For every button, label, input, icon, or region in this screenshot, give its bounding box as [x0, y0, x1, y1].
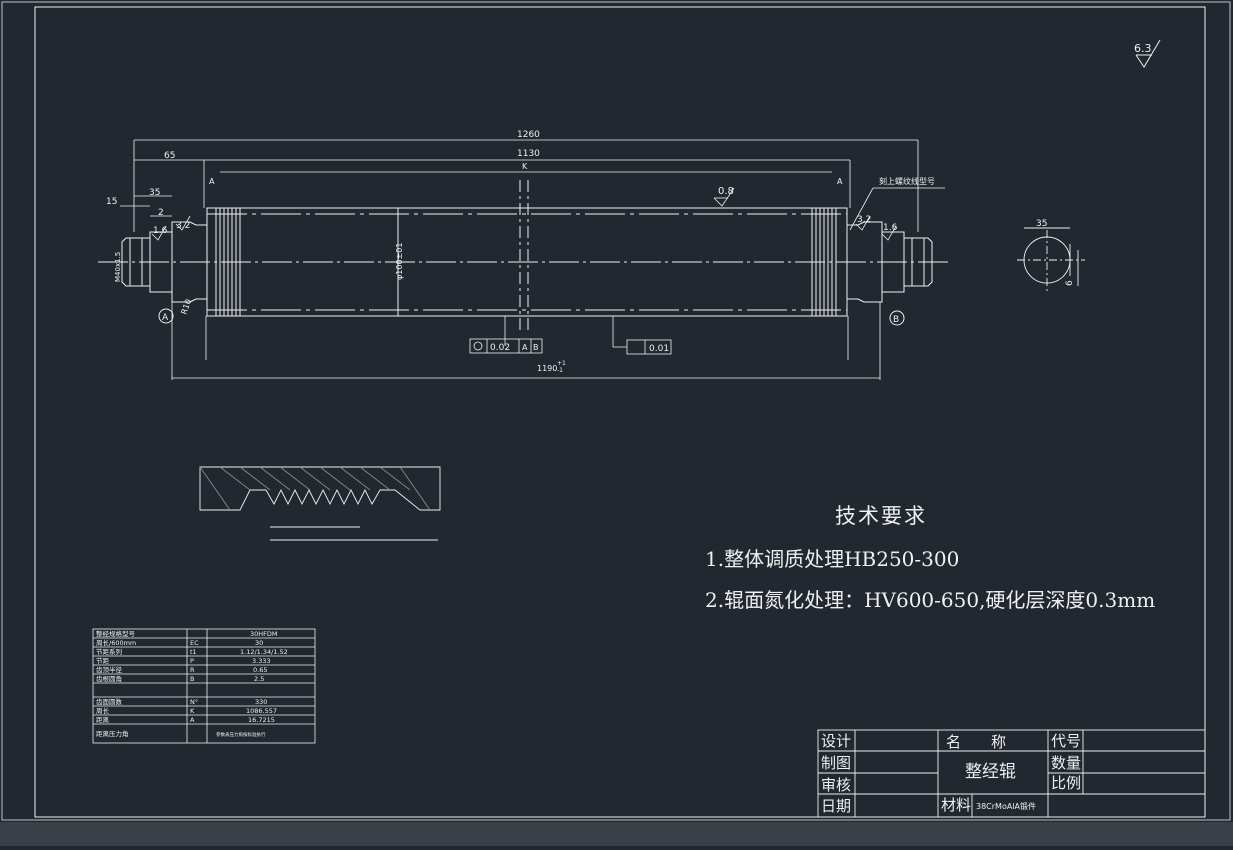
tb-review: 审核	[821, 776, 851, 794]
tb-part-name: 整经辊	[965, 762, 1016, 782]
keyway-width: 35	[1036, 219, 1047, 229]
table-cell: 周长	[96, 706, 110, 715]
left-journal	[171, 221, 207, 303]
table-cell: 齿根圆角	[96, 674, 122, 683]
tb-material-label: 材料	[941, 796, 971, 814]
table-cell: 节距系列	[96, 647, 122, 656]
title-block-grid	[817, 729, 1206, 818]
datum-a-top-right: A	[837, 177, 843, 186]
table-cell: 3.333	[252, 657, 271, 665]
tb-material-value: 38CrMoAlA锻件	[976, 801, 1036, 811]
dim-bottom-length: 1190	[537, 364, 557, 373]
right-journal	[847, 221, 883, 303]
params-table-grid	[92, 628, 316, 744]
thread-note: M40x1.5	[114, 252, 122, 282]
requirement-item-2: 2.辊面氮化处理：HV600-650,硬化层深度0.3mm	[705, 588, 1156, 612]
requirement-item-1: 1.整体调质处理HB250-300	[705, 547, 960, 571]
tb-code: 代号	[1051, 732, 1081, 750]
table-cell: 参数表压力角按标准执行	[216, 731, 266, 738]
datum-a-circle	[158, 308, 174, 324]
table-cell: 周长/600mm	[96, 638, 136, 647]
datum-b-circle	[889, 310, 905, 326]
tb-name-label: 名 称	[946, 733, 1006, 751]
table-cell: A	[190, 716, 195, 724]
sf-a: 3.2	[176, 221, 190, 231]
dim-2: 2	[158, 208, 164, 218]
keyway-section	[1017, 227, 1085, 292]
params-table-text: 整经规格型号 30HFDM 周长/600mm EC 30 节距系列 t1 1.1…	[96, 629, 288, 738]
groove-detail	[199, 466, 441, 541]
table-cell: 30	[255, 639, 263, 647]
requirements-title: 技术要求	[835, 504, 927, 528]
table-cell: K	[190, 707, 195, 715]
keyway-depth: 6	[1065, 280, 1075, 286]
datum-a-label: A	[162, 313, 169, 323]
right-groove-pattern	[811, 208, 837, 316]
surface-finish-marks	[151, 187, 897, 241]
table-cell: EC	[190, 639, 199, 647]
tol-runout-value: 0.02	[490, 343, 510, 353]
datum-a-top: A	[209, 177, 215, 186]
table-cell: 节距	[96, 657, 110, 665]
outer-frame	[1, 1, 1231, 821]
table-cell: 整经规格型号	[96, 629, 136, 638]
table-cell: R	[190, 666, 195, 674]
tb-date: 日期	[821, 797, 851, 815]
dim-35: 35	[149, 188, 160, 198]
dim-tol-down: -1	[557, 367, 563, 374]
table-cell: 1.12/1.34/1.52	[240, 648, 288, 656]
table-cell: P	[190, 657, 194, 665]
tb-quantity: 数量	[1051, 754, 1081, 772]
table-cell: N°	[190, 698, 198, 706]
sf-d: 1.6	[883, 223, 898, 233]
tol-ref-a: A	[522, 343, 528, 352]
dim-15: 15	[106, 197, 117, 207]
table-cell: 齿面圆数	[96, 697, 123, 706]
title-block-text: 设计 制图 审核 日期 名 称 整经辊 代号 数量 比例 材料 38CrMoAl…	[821, 732, 1081, 815]
sf-b: 1.6	[153, 226, 168, 236]
table-cell: 距离	[96, 715, 110, 724]
table-cell: 0.65	[253, 666, 267, 674]
chamfer-note: R10	[179, 298, 193, 316]
tb-drafting: 制图	[821, 754, 851, 772]
table-cell: t1	[190, 648, 197, 656]
sf-roll: 0.8	[718, 186, 734, 197]
left-groove-pattern	[215, 208, 241, 316]
tolerance-frame-runout	[469, 316, 543, 354]
tol-flat-value: 0.01	[649, 344, 669, 354]
table-cell: 1086.557	[246, 707, 277, 715]
inner-frame	[34, 6, 1206, 818]
status-bar	[0, 822, 1233, 846]
table-cell: 齿顶半径	[96, 665, 123, 674]
surface-finish-symbol: 6.3	[1134, 39, 1161, 68]
dim-tol-up: +1	[557, 360, 566, 367]
tolerance-frame-flat	[612, 316, 672, 355]
dim-body-length: 1130	[517, 149, 540, 159]
table-cell: 330	[255, 698, 267, 706]
tol-ref-b: B	[533, 343, 539, 352]
tb-scale: 比例	[1051, 774, 1081, 792]
dim-overall-length: 1260	[517, 130, 540, 140]
left-shaft	[149, 231, 172, 293]
table-cell: 16.7215	[248, 716, 275, 724]
datum-b-label: B	[893, 315, 899, 325]
tb-design: 设计	[821, 732, 851, 750]
surface-finish-value: 6.3	[1134, 42, 1152, 55]
table-cell: B	[190, 675, 194, 683]
dim-k: K	[522, 162, 528, 171]
roll-body	[206, 207, 848, 317]
roller-main-view	[98, 180, 948, 330]
dimension-lines	[120, 139, 945, 380]
dim-left-offset: 65	[164, 151, 175, 161]
table-cell: 距离压力角	[96, 729, 129, 738]
dim-roll-dia: φ100±01	[395, 243, 404, 280]
sf-c: 3.2	[857, 215, 871, 225]
groove-note: 刻上螺纹线型号	[879, 176, 935, 186]
table-cell: 30HFDM	[250, 630, 278, 638]
table-cell: 2.5	[254, 675, 264, 683]
